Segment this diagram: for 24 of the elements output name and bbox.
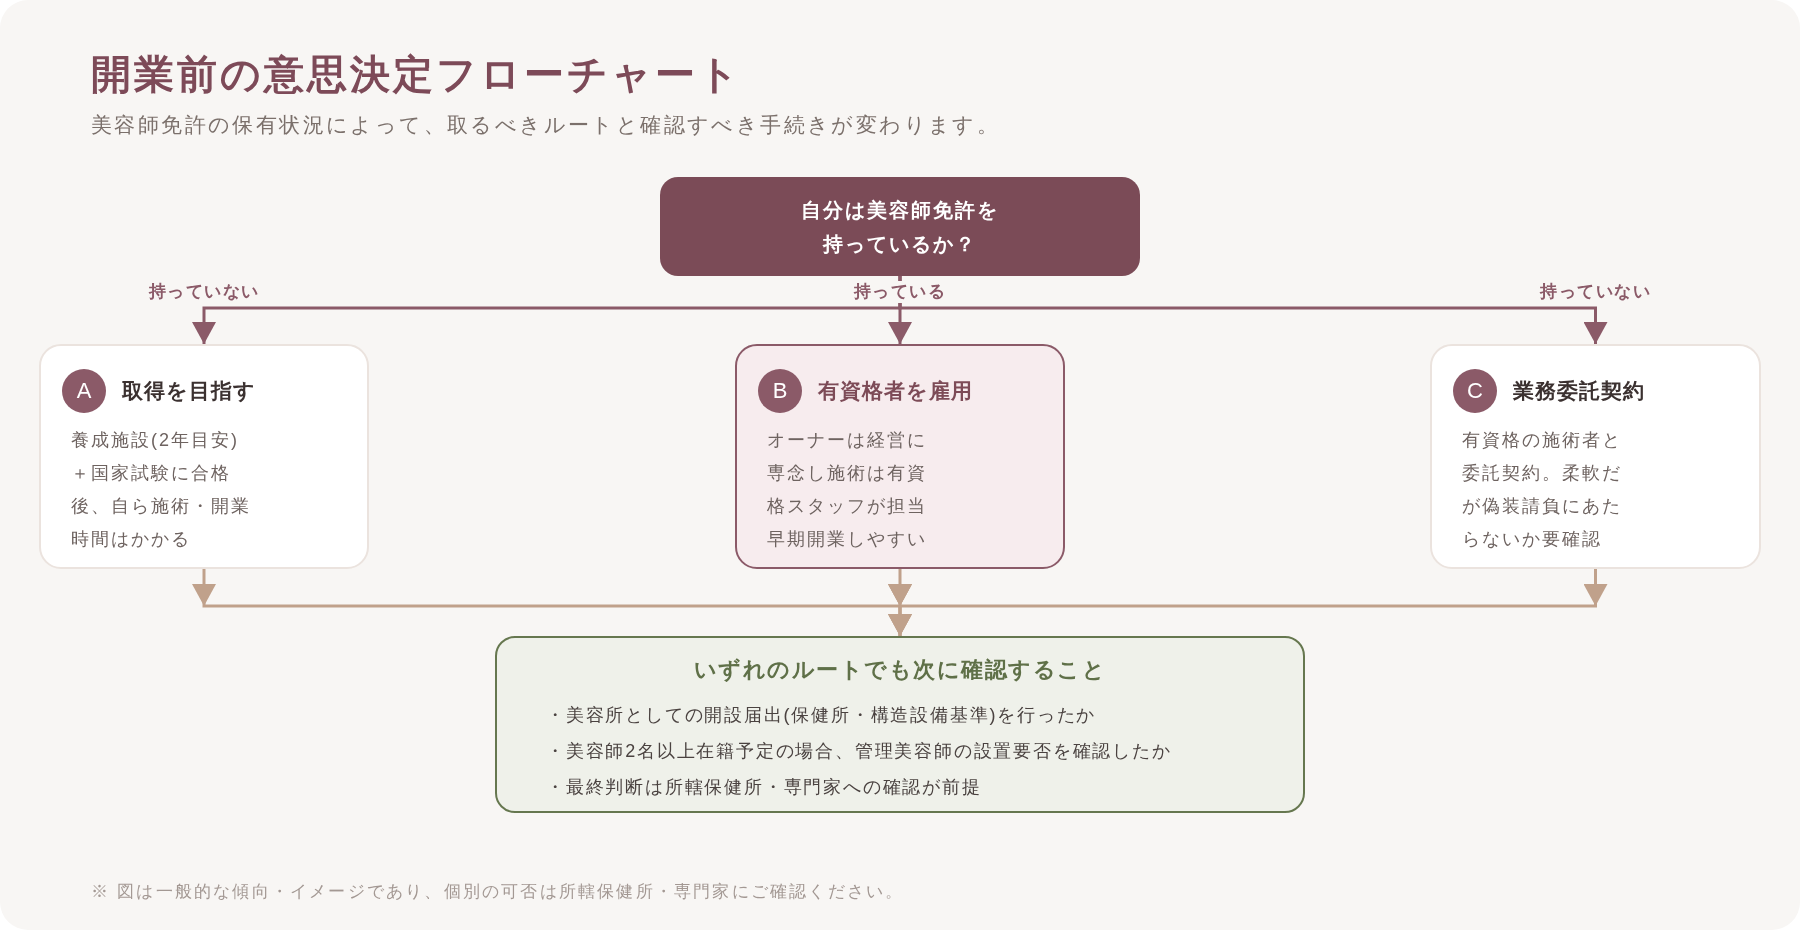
route-description: オーナーは経営に専念し施術は有資格スタッフが担当早期開業しやすい <box>767 429 928 551</box>
route-heading: 取得を目指す <box>122 378 256 404</box>
letter-badge: A <box>62 369 106 413</box>
footnote: ※ 図は一般的な傾向・イメージであり、個別の可否は所轄保健所・専門家にご確認ください。 <box>91 881 905 903</box>
checklist-item: ・美容所としての開設届出(保健所・構造設備基準)を行ったか <box>546 704 1098 727</box>
letter-badge: B <box>758 369 802 413</box>
checklist-item: ・最終判断は所轄保健所・専門家への確認が前提 <box>546 776 983 799</box>
connector-arrow <box>888 569 1608 636</box>
route-description: 養成施設(2年目安)＋国家試験に合格後、自ら施術・開業時間はかかる <box>71 429 252 551</box>
subtitle: 美容師免許の保有状況によって、取るべきルートと確認すべき手続きが変わります。 <box>91 112 1001 138</box>
checklist-item: ・美容師2名以上在籍予定の場合、管理美容師の設置要否を確認したか <box>546 740 1173 763</box>
route-card <box>39 344 369 569</box>
question-text: 自分は美容師免許を持っているか？ <box>800 197 1000 257</box>
checklist-heading: いずれのルートでも次に確認すること <box>692 656 1108 684</box>
route-heading: 業務委託契約 <box>1513 378 1645 404</box>
route-description: 有資格の施術者と委託契約。柔軟だが偽装請負にあたらないか要確認 <box>1462 429 1623 551</box>
checklist-panel <box>495 636 1305 813</box>
letter-badge: C <box>1453 369 1497 413</box>
route-card <box>735 344 1065 569</box>
route-heading: 有資格者を雇用 <box>818 378 973 404</box>
route-card <box>1430 344 1761 569</box>
diagram-title: 開業前の意思決定フローチャート <box>91 51 742 99</box>
decision-box <box>660 177 1140 276</box>
connector-arrow <box>898 276 1608 344</box>
